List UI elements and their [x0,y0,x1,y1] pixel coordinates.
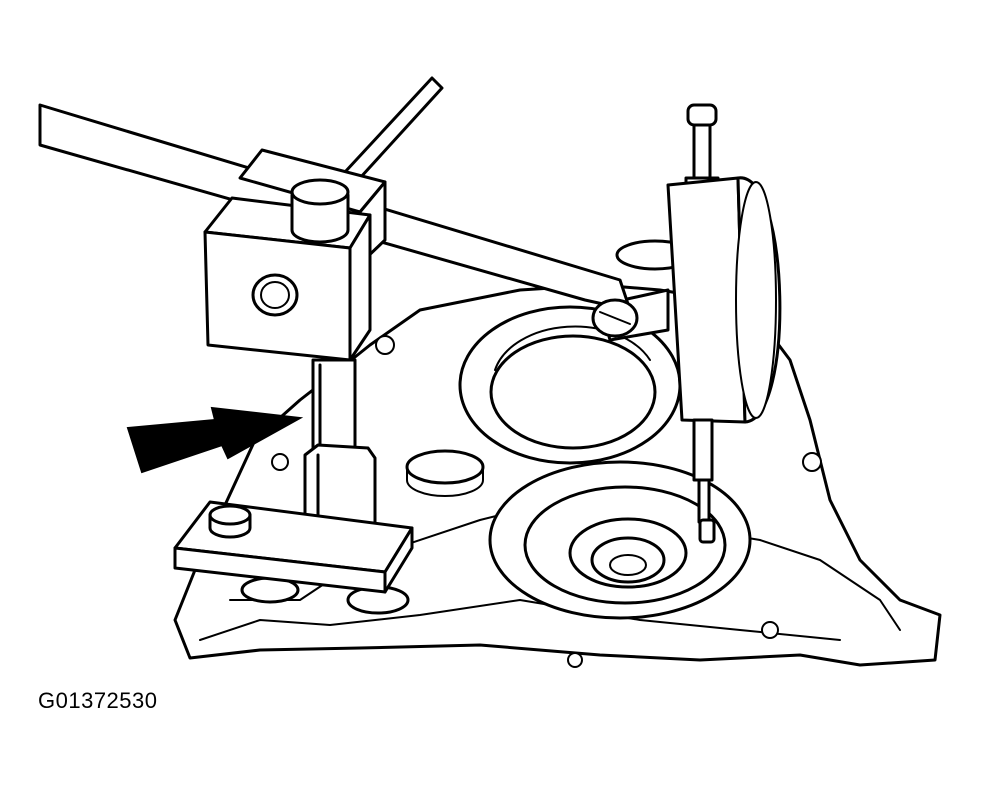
base-plate [173,500,414,594]
bolt-hole [802,452,822,472]
bolt-hole [567,652,583,668]
bolt-hole [375,335,395,355]
arrow-right-icon [126,406,304,474]
upper-bore [458,305,682,465]
bolt-hole [761,621,779,639]
boss [405,449,485,485]
figure-id-label: G01372530 [38,688,158,713]
holder-block [203,148,387,362]
dial-indicator [598,103,782,544]
lower-bore [488,460,752,620]
technical-illustration [38,76,942,668]
bolt-hole [271,453,289,471]
